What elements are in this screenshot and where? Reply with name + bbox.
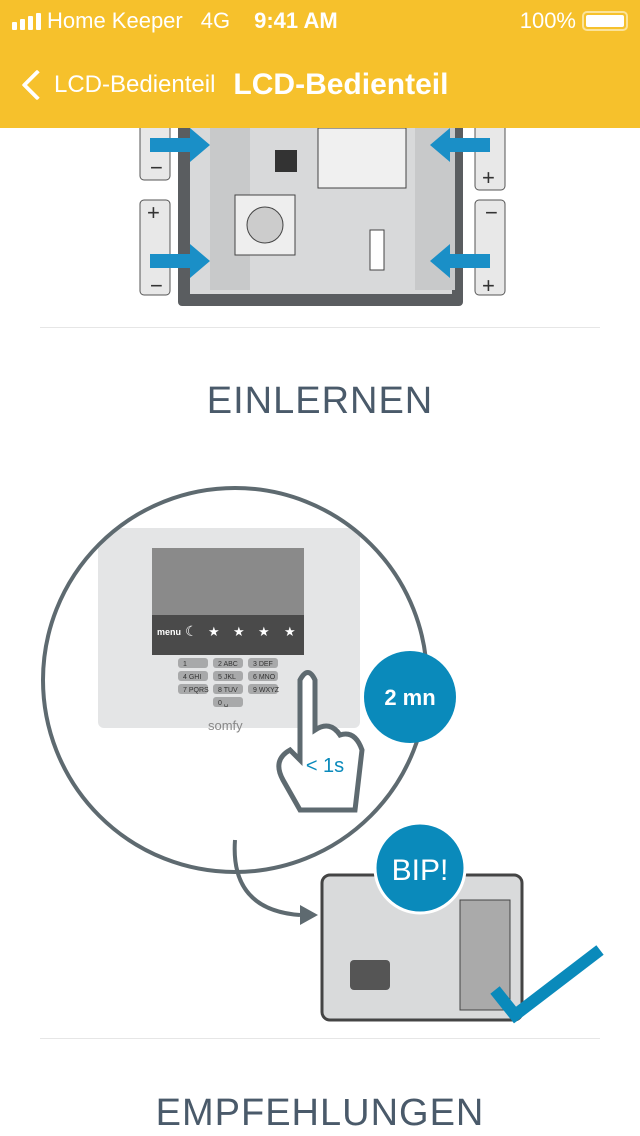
clock: 9:41 AM xyxy=(254,8,338,33)
beep-label: BIP! xyxy=(392,854,449,887)
keypad-key-label: 4 GHI xyxy=(183,674,201,681)
page-title: LCD-Bedienteil xyxy=(233,68,449,101)
keypad-key xyxy=(213,658,243,668)
section-heading-empfehlungen: EMPFEHLUNGEN xyxy=(155,1092,485,1134)
svg-text:+: + xyxy=(147,200,160,225)
network: 4G xyxy=(200,8,231,33)
keypad-key-label: 5 JKL xyxy=(218,674,236,681)
keypad-key xyxy=(248,671,278,681)
battery-install-illustration: − + − + − + xyxy=(139,110,506,306)
keypad-key xyxy=(213,684,243,694)
keypad-key xyxy=(178,684,208,694)
keypad-key xyxy=(213,697,243,707)
pairing-illustration: menu ☾ ★ ★ ★ ★ 1 2 ABC 3 DEF 4 GHI 5 JKL 6 MNO 7… xyxy=(41,486,604,1024)
battery-icon xyxy=(582,11,628,31)
somfy-logo: somfy xyxy=(208,718,243,733)
svg-text:+: + xyxy=(482,273,495,298)
back-label: LCD-Bedienteil xyxy=(54,71,216,98)
timer-badge: 2 mn xyxy=(384,685,435,710)
keypad-key-label: 3 DEF xyxy=(253,661,273,668)
svg-text:★: ★ xyxy=(284,624,296,639)
keypad-key-label: 0 ␣ xyxy=(218,700,228,707)
checkmark-icon xyxy=(490,945,604,1024)
carrier: Home Keeper xyxy=(47,8,183,33)
svg-text:★: ★ xyxy=(233,624,245,639)
chevron-left-icon xyxy=(21,69,53,101)
keypad-key-label: 2 ABC xyxy=(218,661,238,668)
back-button[interactable]: LCD-Bedienteil xyxy=(14,69,216,101)
svg-text:★: ★ xyxy=(258,624,270,639)
divider xyxy=(40,327,600,328)
keypad-key-label: 6 MNO xyxy=(253,674,276,681)
status-bar: Home Keeper 4G 9:41 AM 100% xyxy=(12,8,628,34)
keypad-key xyxy=(248,684,278,694)
battery-percent: 100% xyxy=(519,8,576,33)
svg-text:−: − xyxy=(485,200,498,225)
app-header: Home Keeper 4G 9:41 AM 100% LCD-Bediente… xyxy=(0,0,640,128)
keypad-key xyxy=(178,671,208,681)
svg-text:−: − xyxy=(150,155,163,180)
keypad-key xyxy=(213,671,243,681)
keypad-key-label: 1 xyxy=(183,661,187,668)
arrow-icons xyxy=(150,128,490,278)
keypad-key xyxy=(178,658,208,668)
divider xyxy=(40,1038,600,1039)
section-heading-einlernen: EINLERNEN xyxy=(206,380,434,422)
signal-icon xyxy=(12,12,41,30)
keypad-key-label: 8 TUV xyxy=(218,687,238,694)
press-duration: < 1s xyxy=(306,755,344,777)
menu-label: menu xyxy=(157,627,181,637)
navigation-bar: LCD-Bedienteil LCD-Bedienteil xyxy=(0,60,640,110)
svg-text:☾: ☾ xyxy=(185,623,198,639)
svg-text:★: ★ xyxy=(208,624,220,639)
svg-text:+: + xyxy=(482,165,495,190)
svg-text:−: − xyxy=(150,273,163,298)
keypad-key-label: 7 PQRS xyxy=(183,687,209,694)
keypad-key xyxy=(248,658,278,668)
keypad-key-label: 9 WXYZ xyxy=(253,687,280,694)
